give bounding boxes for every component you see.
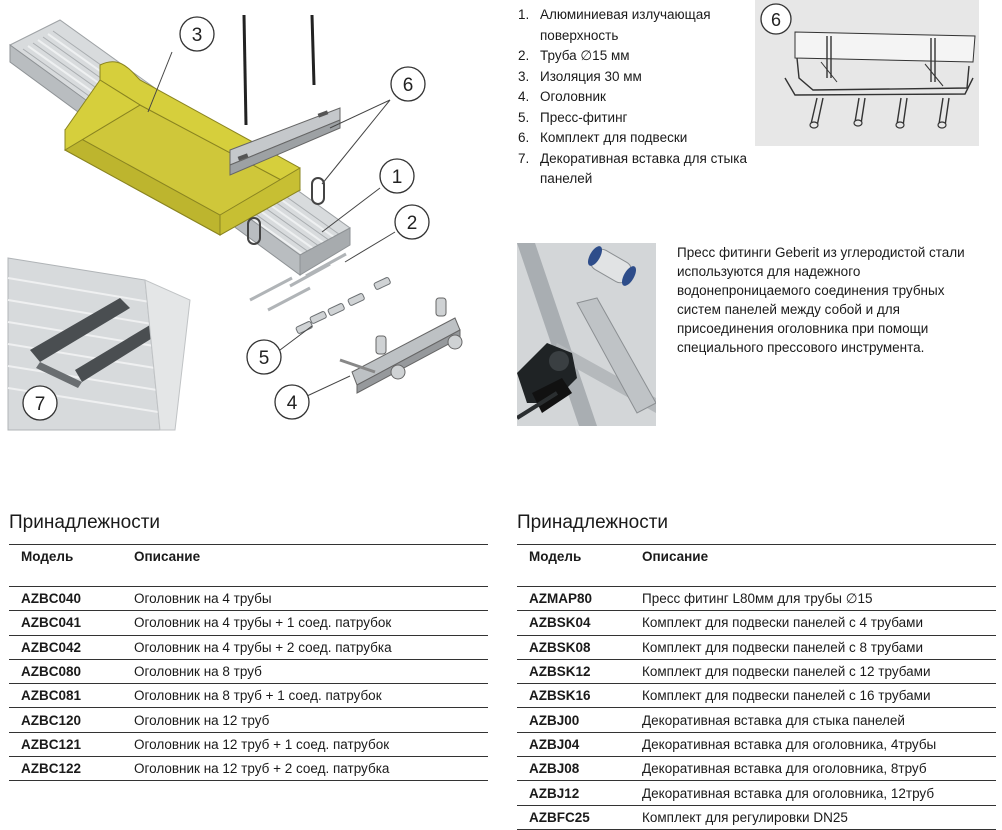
model-cell: AZBC042	[9, 634, 134, 660]
model-cell: AZBC040	[9, 585, 134, 611]
model-cell: AZBC081	[9, 683, 134, 708]
column-description: Описание	[642, 544, 996, 587]
description-cell: Декоративная вставка для оголовника, 4тр…	[642, 731, 996, 757]
legend-item: 3.Изоляция 30 мм	[518, 68, 642, 84]
callout-5-circle	[246, 339, 282, 375]
component-legend: 1.Алюминиевая излучающая поверхность 2.Т…	[518, 5, 748, 190]
callout-3-label: 3	[192, 25, 203, 46]
model-cell: AZBC120	[9, 707, 134, 733]
description-cell: Декоративная вставка для оголовника, 12т…	[642, 780, 996, 806]
description-cell: Оголовник на 8 труб	[134, 658, 488, 684]
press-fitting-description: Пресс фитинги Geberit из углеродистой ст…	[677, 245, 965, 355]
description-cell: Пресс фитинг L80мм для трубы ∅15	[642, 585, 996, 611]
description-cell: Комплект для подвески панелей с 12 труба…	[642, 658, 996, 684]
legend-item: 2.Труба ∅15 мм	[518, 48, 630, 63]
callout-6-inset-circle	[760, 3, 792, 35]
model-cell: AZMAP80	[517, 585, 642, 611]
column-description: Описание	[134, 544, 488, 587]
callout-1-circle	[379, 158, 415, 194]
model-cell: AZBJ04	[517, 731, 642, 757]
model-cell: AZBJ00	[517, 707, 642, 733]
description-cell: Оголовник на 4 трубы + 2 соед. патрубка	[134, 634, 488, 660]
description-cell: Комплект для подвески панелей с 4 трубам…	[642, 610, 996, 636]
callout-6-inset-label: 6	[771, 10, 781, 30]
callout-6-label: 6	[403, 75, 414, 96]
description-cell: Оголовник на 12 труб + 1 соед. патрубок	[134, 731, 488, 757]
callout-2-label: 2	[407, 213, 418, 234]
model-cell: AZBSK08	[517, 634, 642, 660]
model-cell: AZBSK12	[517, 658, 642, 684]
callout-6-circle	[390, 66, 426, 102]
callout-3-circle	[179, 16, 215, 52]
description-cell: Комплект для подвески панелей с 16 труба…	[642, 683, 996, 708]
legend-item: 4.Оголовник	[518, 89, 606, 104]
table-header-row: Модель Описание	[517, 544, 996, 587]
model-cell: AZBSK16	[517, 683, 642, 708]
model-cell: AZBC122	[9, 756, 134, 782]
column-model: Модель	[9, 544, 134, 587]
model-cell: AZBJ12	[517, 780, 642, 806]
callout-7-circle	[22, 385, 58, 421]
accessories-title-right: Принадлежности	[517, 512, 669, 533]
callout-4-circle	[274, 384, 310, 420]
column-model: Модель	[517, 544, 642, 587]
callout-5-label: 5	[259, 348, 270, 369]
press-fitting-photo	[517, 243, 656, 426]
description-cell: Оголовник на 4 трубы + 1 соед. патрубок	[134, 610, 488, 636]
accessories-title-left: Принадлежности	[9, 512, 161, 533]
callout-2-circle	[394, 204, 430, 240]
description-cell: Декоративная вставка для стыка панелей	[642, 707, 996, 733]
legend-item: 6.Комплект для подвески	[518, 130, 688, 145]
legend-item: 1.Алюминиевая излучающая поверхность	[518, 7, 711, 43]
model-cell: AZBC041	[9, 610, 134, 636]
model-cell: AZBC080	[9, 658, 134, 684]
description-cell: Оголовник на 12 труб + 2 соед. патрубка	[134, 756, 488, 782]
description-cell: Оголовник на 4 трубы	[134, 585, 488, 611]
panel-exploded-diagram: 3 6 1 2 5 4 7	[7, 14, 463, 431]
description-cell: Комплект для подвески панелей с 8 трубам…	[642, 634, 996, 660]
model-cell: AZBJ08	[517, 756, 642, 781]
model-cell: AZBC121	[9, 731, 134, 757]
callout-4-label: 4	[287, 393, 298, 414]
suspension-kit-inset: 6	[755, 0, 979, 146]
description-cell: Декоративная вставка для оголовника, 8тр…	[642, 756, 996, 781]
callout-1-label: 1	[392, 167, 403, 188]
description-cell: Оголовник на 12 труб	[134, 707, 488, 733]
callout-7-label: 7	[35, 394, 46, 415]
table-header-row: Модель Описание	[9, 544, 488, 587]
description-cell: Оголовник на 8 труб + 1 соед. патрубок	[134, 683, 488, 708]
model-cell: AZBSK04	[517, 610, 642, 636]
legend-item: 7.Декоративная вставка для стыка панелей	[518, 150, 747, 187]
legend-item: 5.Пресс-фитинг	[518, 109, 628, 125]
